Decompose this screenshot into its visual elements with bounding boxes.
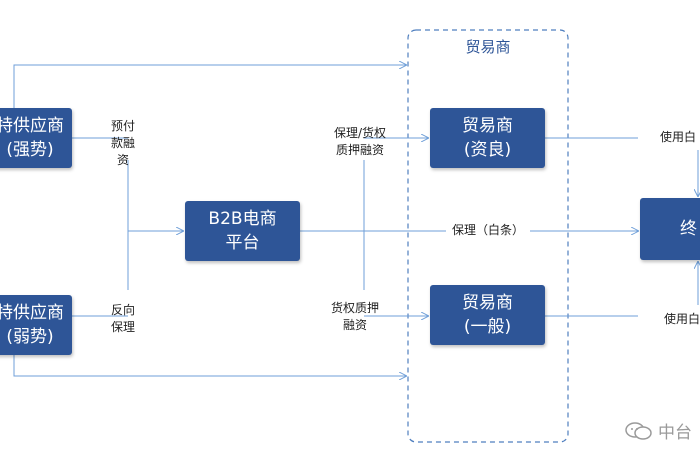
label-factoring-baitiao: 保理（白条） — [446, 222, 530, 239]
platform-line2: 平台 — [225, 233, 260, 253]
watermark-text: 中台 — [658, 423, 692, 443]
label-goods-pledge: 货权质押 融资 — [326, 300, 384, 334]
trader-good-line2: (资良) — [463, 140, 512, 160]
label-reverse-line2: 保理 — [110, 320, 135, 334]
supplier-weak-line1: 特供应商 — [0, 303, 64, 323]
supplier-weak-line2: (弱势) — [6, 327, 54, 347]
wechat-icon — [625, 421, 652, 440]
label-factoring-goods-line2: 质押融资 — [335, 143, 384, 157]
supplier-strong-line2: (强势) — [6, 140, 54, 160]
wechat-watermark: 中台 — [624, 418, 692, 443]
supplier-strong-line1: 特供应商 — [0, 116, 64, 136]
label-factoring-goods-line1: 保理/货权 — [333, 126, 387, 140]
label-goods-pledge-line2: 融资 — [342, 318, 367, 332]
label-reverse-line1: 反向 — [110, 303, 135, 317]
trader-good-box: 贸易商 (资良) — [430, 108, 545, 168]
connector-bottom-loop — [13, 355, 406, 376]
supplier-strong-box: 特供应商 (强势) — [0, 108, 72, 168]
label-prepay-line2: 款融 — [110, 136, 135, 150]
trader-normal-box: 贸易商 (一般) — [430, 285, 545, 345]
supplier-weak-box: 特供应商 (弱势) — [0, 295, 72, 355]
trader-normal-line1: 贸易商 — [462, 293, 513, 313]
trader-group-box — [407, 29, 569, 443]
label-reverse: 反向 保理 — [108, 302, 138, 336]
b2b-platform-box: B2B电商 平台 — [185, 201, 300, 261]
trader-group-title: 贸易商 — [465, 38, 511, 56]
label-prepay-line1: 预付 — [110, 119, 135, 133]
label-prepay-line3: 资 — [116, 153, 129, 167]
label-use-bai-top: 使用白 — [660, 130, 697, 144]
platform-line1: B2B电商 — [208, 209, 277, 229]
terminal-line1: 终 — [680, 219, 697, 239]
terminal-box: 终 — [640, 198, 700, 260]
trader-normal-line2: (一般) — [463, 317, 512, 337]
trader-good-line1: 贸易商 — [462, 116, 513, 136]
label-factoring-goods: 保理/货权 质押融资 — [326, 125, 394, 159]
connector-top-loop — [13, 65, 406, 108]
label-goods-pledge-line1: 货权质押 — [330, 301, 379, 315]
label-prepay: 预付 款融 资 — [108, 118, 138, 169]
label-use-bai-bottom: 使用白 — [664, 312, 700, 326]
